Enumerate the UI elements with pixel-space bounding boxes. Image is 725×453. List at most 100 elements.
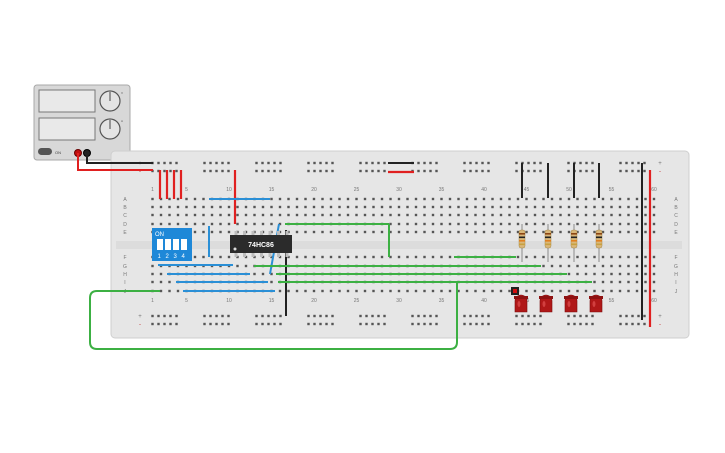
hole[interactable] [465, 230, 469, 234]
rail-hole[interactable] [487, 169, 490, 173]
hole[interactable] [253, 205, 256, 209]
hole[interactable] [389, 197, 392, 201]
hole[interactable] [168, 280, 171, 284]
rail-hole[interactable] [487, 161, 490, 165]
hole[interactable] [474, 289, 477, 293]
hole[interactable] [567, 197, 571, 201]
rail-hole[interactable] [533, 322, 536, 326]
hole[interactable] [219, 255, 222, 259]
rail-hole[interactable] [475, 322, 478, 326]
hole[interactable] [644, 272, 647, 276]
hole[interactable] [618, 264, 622, 268]
hole[interactable] [176, 222, 180, 226]
rail-hole[interactable] [411, 322, 414, 326]
hole[interactable] [567, 205, 571, 209]
hole[interactable] [635, 197, 639, 201]
hole[interactable] [151, 264, 154, 268]
hole[interactable] [414, 197, 418, 201]
hole[interactable] [346, 289, 350, 293]
rail-hole[interactable] [643, 322, 646, 326]
hole[interactable] [593, 289, 596, 293]
hole[interactable] [584, 272, 588, 276]
hole[interactable] [601, 205, 605, 209]
rail-hole[interactable] [377, 314, 380, 318]
rail-hole[interactable] [365, 314, 368, 318]
rail-hole[interactable] [377, 322, 380, 326]
hole[interactable] [202, 213, 205, 217]
rail-hole[interactable] [481, 322, 484, 326]
hole[interactable] [397, 289, 401, 293]
hole[interactable] [610, 213, 613, 217]
rail-hole[interactable] [371, 161, 374, 165]
rail-hole[interactable] [637, 322, 640, 326]
rail-hole[interactable] [469, 169, 472, 173]
hole[interactable] [644, 205, 647, 209]
hole[interactable] [635, 255, 639, 259]
hole[interactable] [508, 289, 511, 293]
rail-hole[interactable] [313, 169, 316, 173]
hole[interactable] [559, 264, 562, 268]
rail-hole[interactable] [515, 314, 518, 318]
rail-hole[interactable] [515, 161, 518, 165]
led[interactable] [539, 294, 553, 313]
hole[interactable] [363, 205, 367, 209]
hole[interactable] [457, 230, 460, 234]
rail-hole[interactable] [429, 314, 432, 318]
dip-toggle-2[interactable] [165, 239, 171, 250]
hole[interactable] [372, 205, 375, 209]
hole[interactable] [236, 264, 239, 268]
hole[interactable] [593, 197, 596, 201]
rail-hole[interactable] [411, 314, 414, 318]
hole[interactable] [168, 213, 171, 217]
rail-hole[interactable] [215, 322, 218, 326]
hole[interactable] [270, 213, 273, 217]
hole[interactable] [610, 264, 613, 268]
hole[interactable] [584, 205, 588, 209]
rail-hole[interactable] [591, 322, 594, 326]
rail-hole[interactable] [423, 314, 426, 318]
rail-hole[interactable] [209, 169, 212, 173]
hole[interactable] [482, 230, 486, 234]
hole[interactable] [210, 255, 214, 259]
resistor[interactable] [570, 224, 578, 262]
hole[interactable] [304, 197, 307, 201]
hole[interactable] [610, 289, 613, 293]
hole[interactable] [304, 289, 307, 293]
hole[interactable] [278, 289, 282, 293]
rail-hole[interactable] [365, 322, 368, 326]
hole[interactable] [431, 213, 435, 217]
hole[interactable] [584, 255, 588, 259]
rail-hole[interactable] [643, 314, 646, 318]
rail-hole[interactable] [261, 314, 264, 318]
hole[interactable] [278, 197, 282, 201]
rail-hole[interactable] [619, 169, 622, 173]
hole[interactable] [406, 197, 409, 201]
hole[interactable] [338, 213, 341, 217]
rail-hole[interactable] [221, 161, 224, 165]
hole[interactable] [542, 205, 545, 209]
hole[interactable] [261, 213, 265, 217]
hole[interactable] [627, 272, 630, 276]
rail-hole[interactable] [631, 161, 634, 165]
rail-hole[interactable] [463, 169, 466, 173]
hole[interactable] [389, 255, 392, 259]
rail-hole[interactable] [261, 322, 264, 326]
rail-hole[interactable] [371, 169, 374, 173]
hole[interactable] [559, 230, 562, 234]
hole[interactable] [576, 222, 579, 226]
rail-hole[interactable] [423, 161, 426, 165]
hole[interactable] [355, 289, 358, 293]
hole[interactable] [525, 222, 528, 226]
hole[interactable] [584, 213, 588, 217]
hole[interactable] [542, 222, 545, 226]
hole[interactable] [652, 280, 656, 284]
hole[interactable] [227, 205, 231, 209]
rail-hole[interactable] [163, 169, 166, 173]
hole[interactable] [372, 197, 375, 201]
rail-hole[interactable] [573, 314, 576, 318]
hole[interactable] [227, 222, 231, 226]
hole[interactable] [346, 205, 350, 209]
hole[interactable] [406, 255, 409, 259]
hole[interactable] [389, 205, 392, 209]
rail-hole[interactable] [481, 169, 484, 173]
